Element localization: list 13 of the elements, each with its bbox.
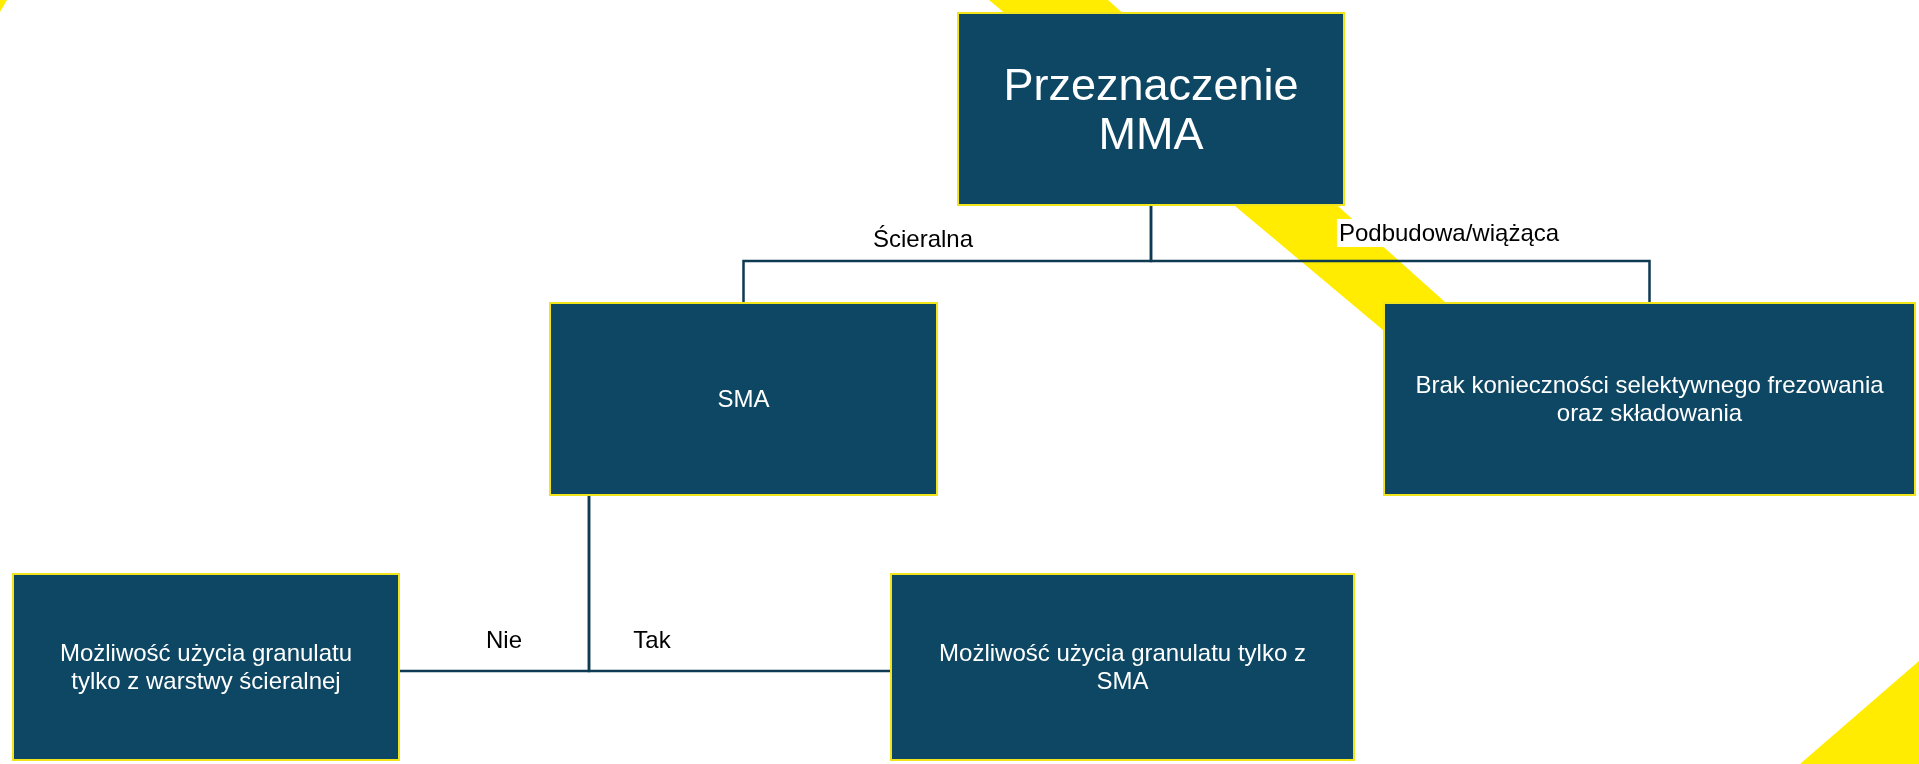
box-text: Możliwość użycia granulatu tylko z warstwy ścieralnej — [58, 639, 354, 695]
box-text: Przeznaczenie MMA — [1002, 59, 1300, 159]
box-text: Możliwość użycia granulatu tylko z SMA — [938, 639, 1307, 695]
process-box — [890, 573, 1355, 761]
connector-line — [1149, 206, 1651, 302]
box-text: Brak konieczności selektywnego frezowania oraz składowania — [1414, 371, 1885, 427]
process-box — [1383, 302, 1916, 496]
edge-label: Podbudowa/wiążąca — [1336, 219, 1562, 247]
process-box — [12, 573, 400, 761]
process-box — [957, 12, 1345, 206]
connector-line — [587, 496, 890, 673]
process-box — [549, 302, 938, 496]
box-text: SMA — [717, 385, 770, 413]
